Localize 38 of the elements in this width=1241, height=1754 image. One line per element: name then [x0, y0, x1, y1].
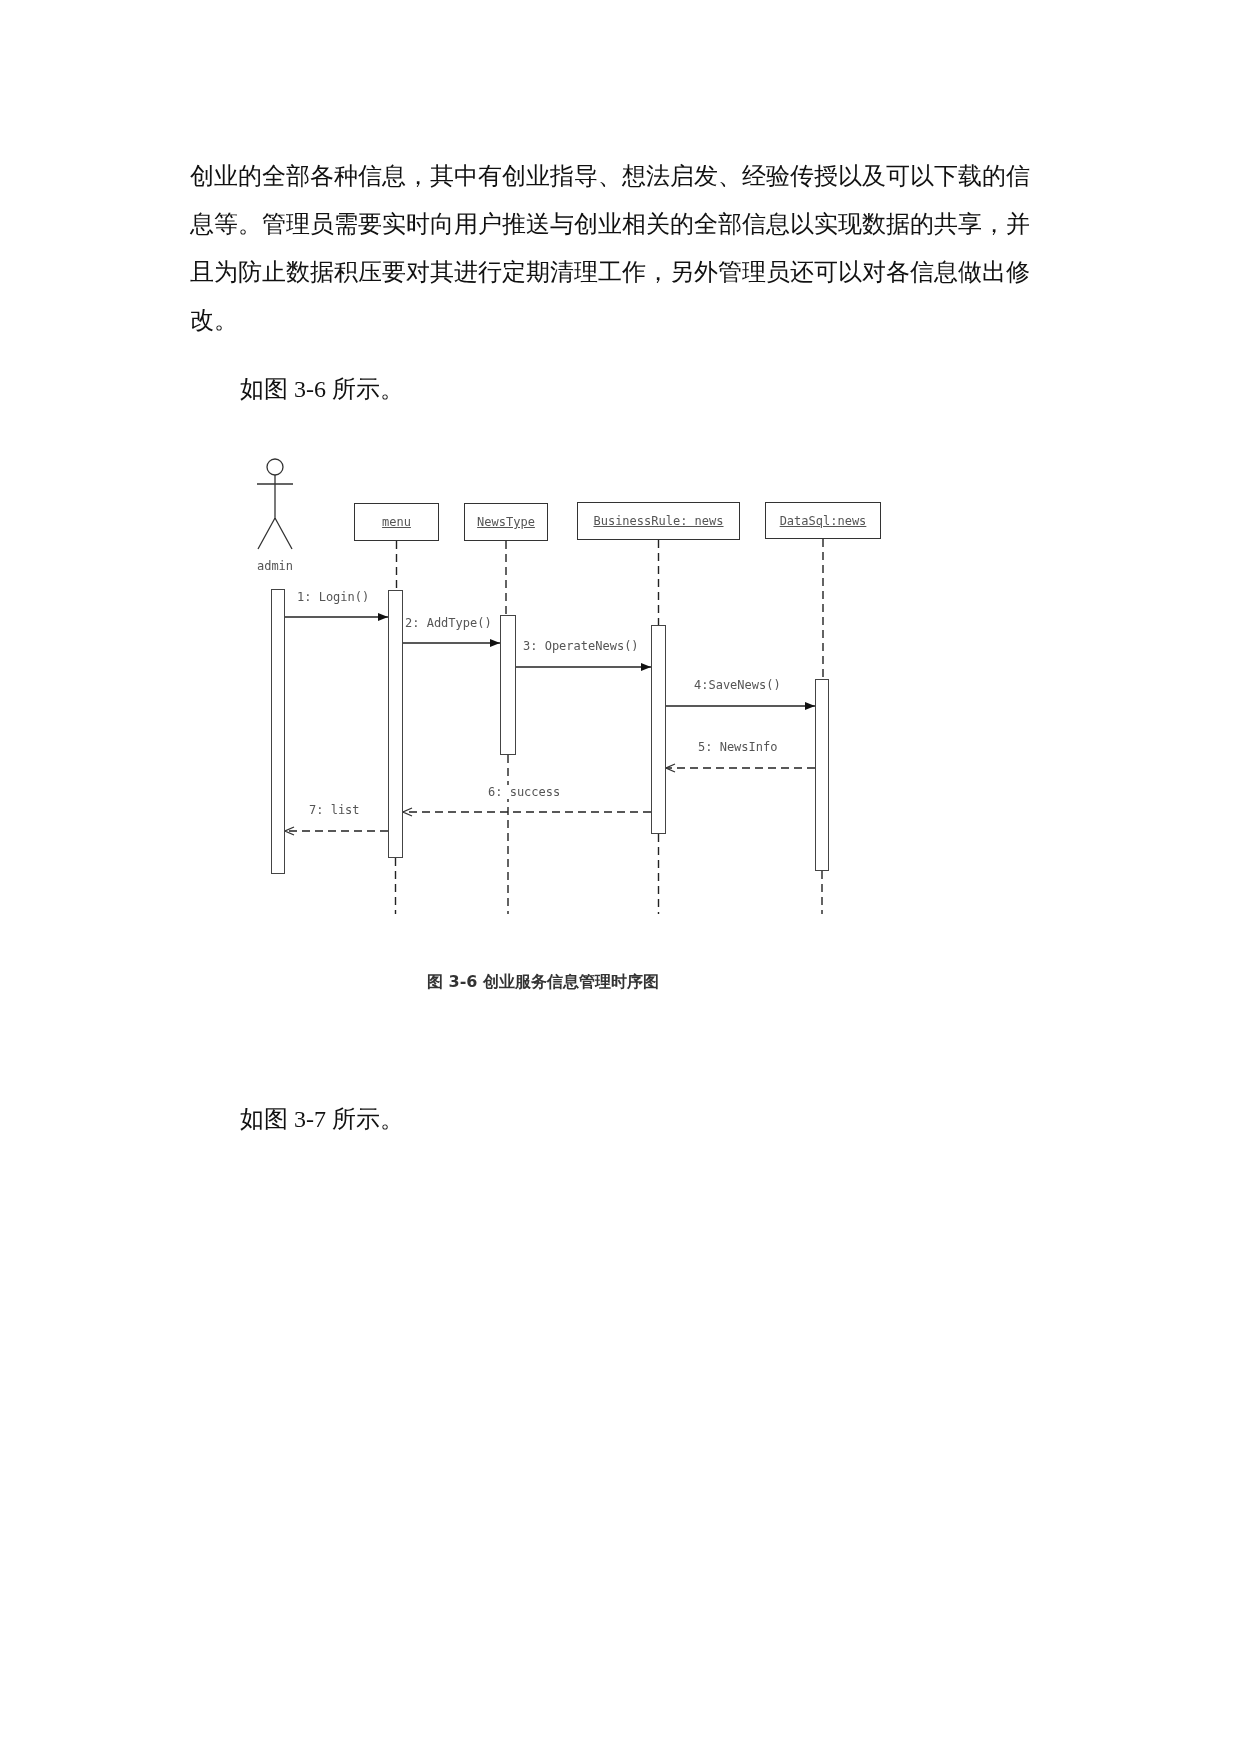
lifeline: [657, 539, 660, 626]
object-box: [354, 503, 439, 541]
message-arrow: [665, 702, 816, 710]
object-box: [464, 503, 548, 541]
activation-bar: [388, 590, 403, 858]
object-box: [577, 502, 740, 540]
object-box: [765, 502, 881, 539]
body-paragraph: 如图 3-7 所示。: [240, 1105, 404, 1134]
message-label: 7: list: [308, 803, 361, 817]
object-name: DataSql:news: [779, 513, 867, 528]
lifeline: [822, 538, 824, 680]
message-label: 5: NewsInfo: [697, 740, 779, 754]
lifeline: [394, 857, 397, 915]
object-name: NewsType: [477, 515, 535, 529]
actor-label: admin: [255, 559, 295, 573]
activation-bar: [815, 679, 829, 871]
object-name: BusinessRule: news: [593, 514, 724, 528]
object-name: menu: [382, 515, 411, 529]
message-label: 4:SaveNews(): [693, 678, 782, 692]
lifeline: [505, 540, 507, 616]
lifeline: [395, 540, 398, 591]
figure-caption: 图 3-6 创业服务信息管理时序图: [427, 972, 660, 993]
message-arrow: [402, 807, 652, 817]
message-arrow: [284, 613, 389, 621]
message-label: 2: AddType(): [404, 616, 493, 630]
message-arrow: [402, 639, 501, 647]
lifeline: [657, 833, 660, 915]
message-arrow: [284, 826, 389, 836]
body-paragraph: 如图 3-6 所示。: [240, 375, 404, 404]
body-paragraph: 创业的全部各种信息，其中有创业指导、想法启发、经验传授以及可以下载的信息等。管理员需要实时向用户推送与创业相关的全部信息以实现数据的共享，并且为防止数据积压要对其进行定期清理工作，另外管理员还可以对各信息做出修改。: [190, 162, 1031, 335]
lifeline: [507, 754, 509, 915]
message-label: 6: success: [487, 785, 562, 799]
activation-bar: [500, 615, 516, 755]
lifeline: [821, 870, 823, 915]
activation-bar: [271, 589, 285, 874]
activation-bar: [651, 625, 666, 834]
message-arrow: [665, 763, 816, 773]
message-arrow: [515, 663, 652, 671]
